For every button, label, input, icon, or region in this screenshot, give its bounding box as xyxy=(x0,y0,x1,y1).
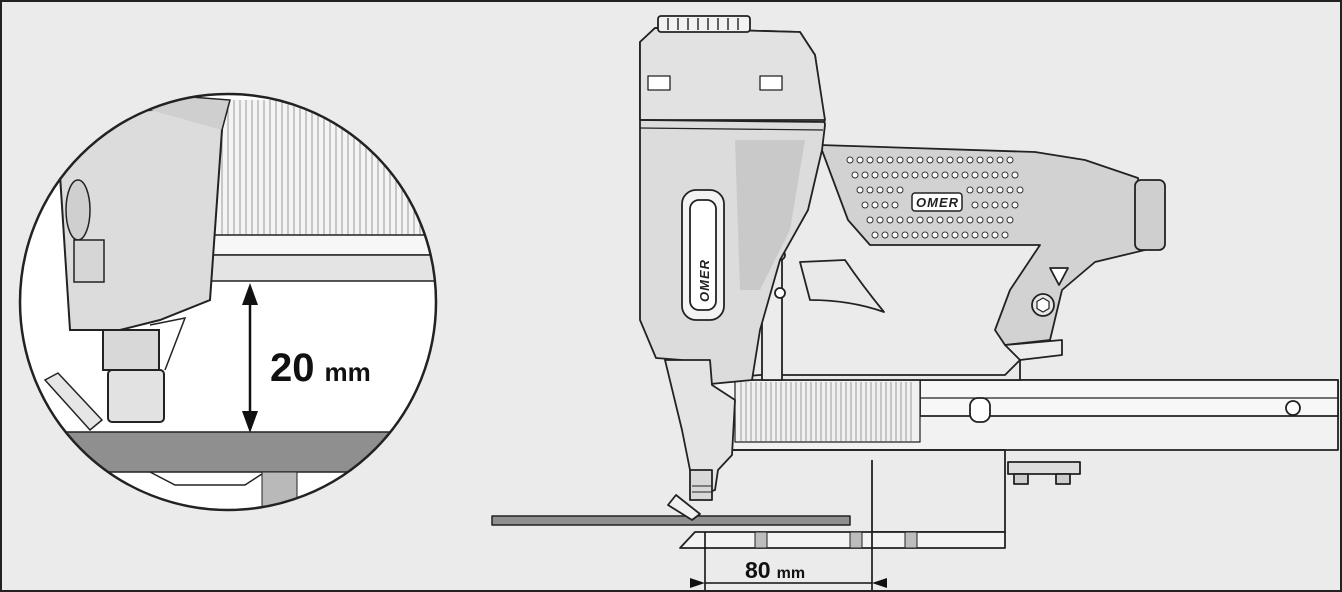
height-unit: mm xyxy=(325,357,371,387)
staple-stack xyxy=(740,382,912,441)
width-value: 80 xyxy=(745,557,771,583)
depth-knob xyxy=(657,15,751,33)
side-logo-badge: OMER xyxy=(681,189,725,321)
width-unit: mm xyxy=(777,565,805,582)
exhaust-triangle-icon xyxy=(1049,267,1069,286)
workpiece xyxy=(491,515,851,526)
grip-logo: OMER xyxy=(911,192,963,212)
rail-hole xyxy=(1285,400,1301,416)
width-dimension-arrow xyxy=(690,532,887,590)
grip-logo-text: OMER xyxy=(916,195,959,210)
trigger xyxy=(799,259,885,313)
side-logo-text: OMER xyxy=(697,259,712,302)
handle-grip xyxy=(819,144,1146,346)
top-cap xyxy=(639,27,826,121)
height-dimension-arrow xyxy=(242,283,258,433)
nose-assembly xyxy=(664,359,736,496)
air-inlet-cap xyxy=(1134,179,1166,251)
stapler-tool: OMER OMER xyxy=(491,15,1339,549)
grip-dots xyxy=(846,156,1024,239)
height-value: 20 xyxy=(270,346,315,390)
